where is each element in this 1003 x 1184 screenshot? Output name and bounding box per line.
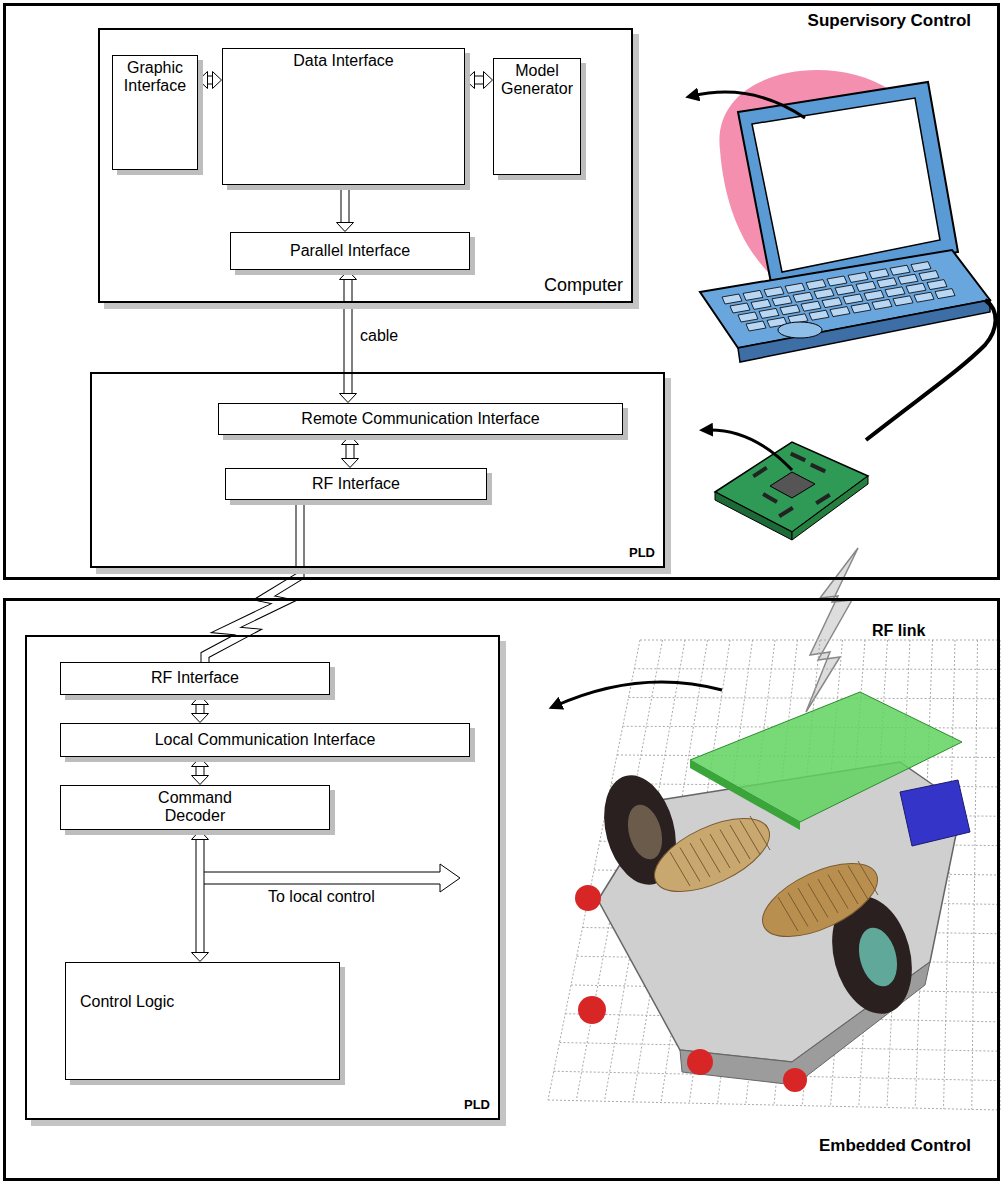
connector-outline — [346, 445, 355, 458]
pointer-arrow — [555, 682, 722, 706]
connector-arrow — [345, 185, 346, 222]
computer-box: Graphic Interface Data InterfaceModel Gen… — [98, 28, 633, 303]
connector-arrow — [200, 767, 201, 775]
connector-outline — [341, 185, 350, 222]
process-box: Data Interface — [222, 48, 465, 185]
process-box: RF Interface — [225, 468, 487, 500]
box-label: Model Generator — [497, 62, 577, 99]
box-label: Control Logic — [80, 993, 174, 1011]
robot-car-illustration — [575, 692, 970, 1092]
connector-body — [197, 767, 204, 775]
process-box: Parallel Interface — [230, 232, 470, 270]
connector-arrow — [350, 445, 351, 458]
connector-body — [197, 705, 204, 713]
box-label: RF Interface — [151, 669, 239, 687]
box-label: Remote Communication Interface — [301, 410, 539, 428]
box-heading: Computer — [544, 275, 623, 296]
connector-body — [347, 445, 354, 458]
box-label: RF Interface — [312, 475, 400, 493]
connector-body — [197, 840, 204, 952]
branch-arrow — [204, 864, 460, 892]
process-box: RF Interface — [60, 662, 330, 695]
process-box: Local Communication Interface — [60, 723, 470, 757]
connector-outline — [344, 280, 353, 393]
connector-body — [475, 77, 483, 84]
connector-outline — [196, 840, 205, 952]
connector-body — [345, 280, 352, 393]
connector-body — [208, 77, 212, 84]
process-box: Remote Communication Interface — [218, 403, 623, 435]
box-label: Graphic Interface — [116, 59, 194, 96]
laptop-illustration — [700, 70, 996, 440]
process-box: Command Decoder — [60, 785, 330, 830]
box-label: Data Interface — [293, 52, 394, 70]
connector-outline — [196, 705, 205, 713]
annotation-label: RF link — [872, 622, 925, 640]
connector-outline — [475, 76, 483, 85]
process-box: Control Logic — [65, 962, 340, 1080]
box-heading: PLD — [464, 1098, 490, 1113]
process-box: Graphic Interface — [112, 55, 198, 170]
edge-label: cable — [358, 327, 400, 345]
connector-arrow — [475, 80, 483, 81]
pointer-arrow — [692, 92, 805, 118]
connector-arrow — [205, 500, 300, 662]
region-panel: Graphic Interface Data InterfaceModel Gen… — [3, 3, 1000, 580]
pld-box: Remote Communication Interface RF Interfa… — [90, 372, 665, 568]
connector-arrow — [348, 280, 349, 393]
connector-arrow — [200, 840, 201, 952]
box-heading: Embedded Control — [819, 1136, 971, 1156]
box-label: Local Communication Interface — [155, 731, 376, 749]
region-panel: RF InterfaceLocal Communication Interfac… — [3, 598, 1000, 1181]
pld-box: RF InterfaceLocal Communication Interfac… — [25, 635, 500, 1120]
box-label: Command Decoder — [140, 789, 250, 826]
process-box: Model Generator — [493, 58, 581, 175]
floor-grid — [548, 640, 1000, 1110]
connector-body — [205, 500, 300, 662]
chip-illustration — [715, 442, 868, 540]
connector-arrow — [200, 705, 201, 713]
connector-body — [342, 185, 349, 222]
pointer-arrow — [706, 430, 792, 470]
box-heading: PLD — [629, 546, 655, 561]
connector-outline — [205, 500, 300, 662]
connector-outline — [208, 76, 212, 85]
rf-link-bolt — [806, 548, 858, 712]
annotation-label: To local control — [268, 888, 375, 906]
box-heading: Supervisory Control — [808, 11, 971, 31]
connector-outline — [196, 767, 205, 775]
box-label: Parallel Interface — [290, 242, 410, 260]
connector-arrow — [208, 80, 212, 81]
